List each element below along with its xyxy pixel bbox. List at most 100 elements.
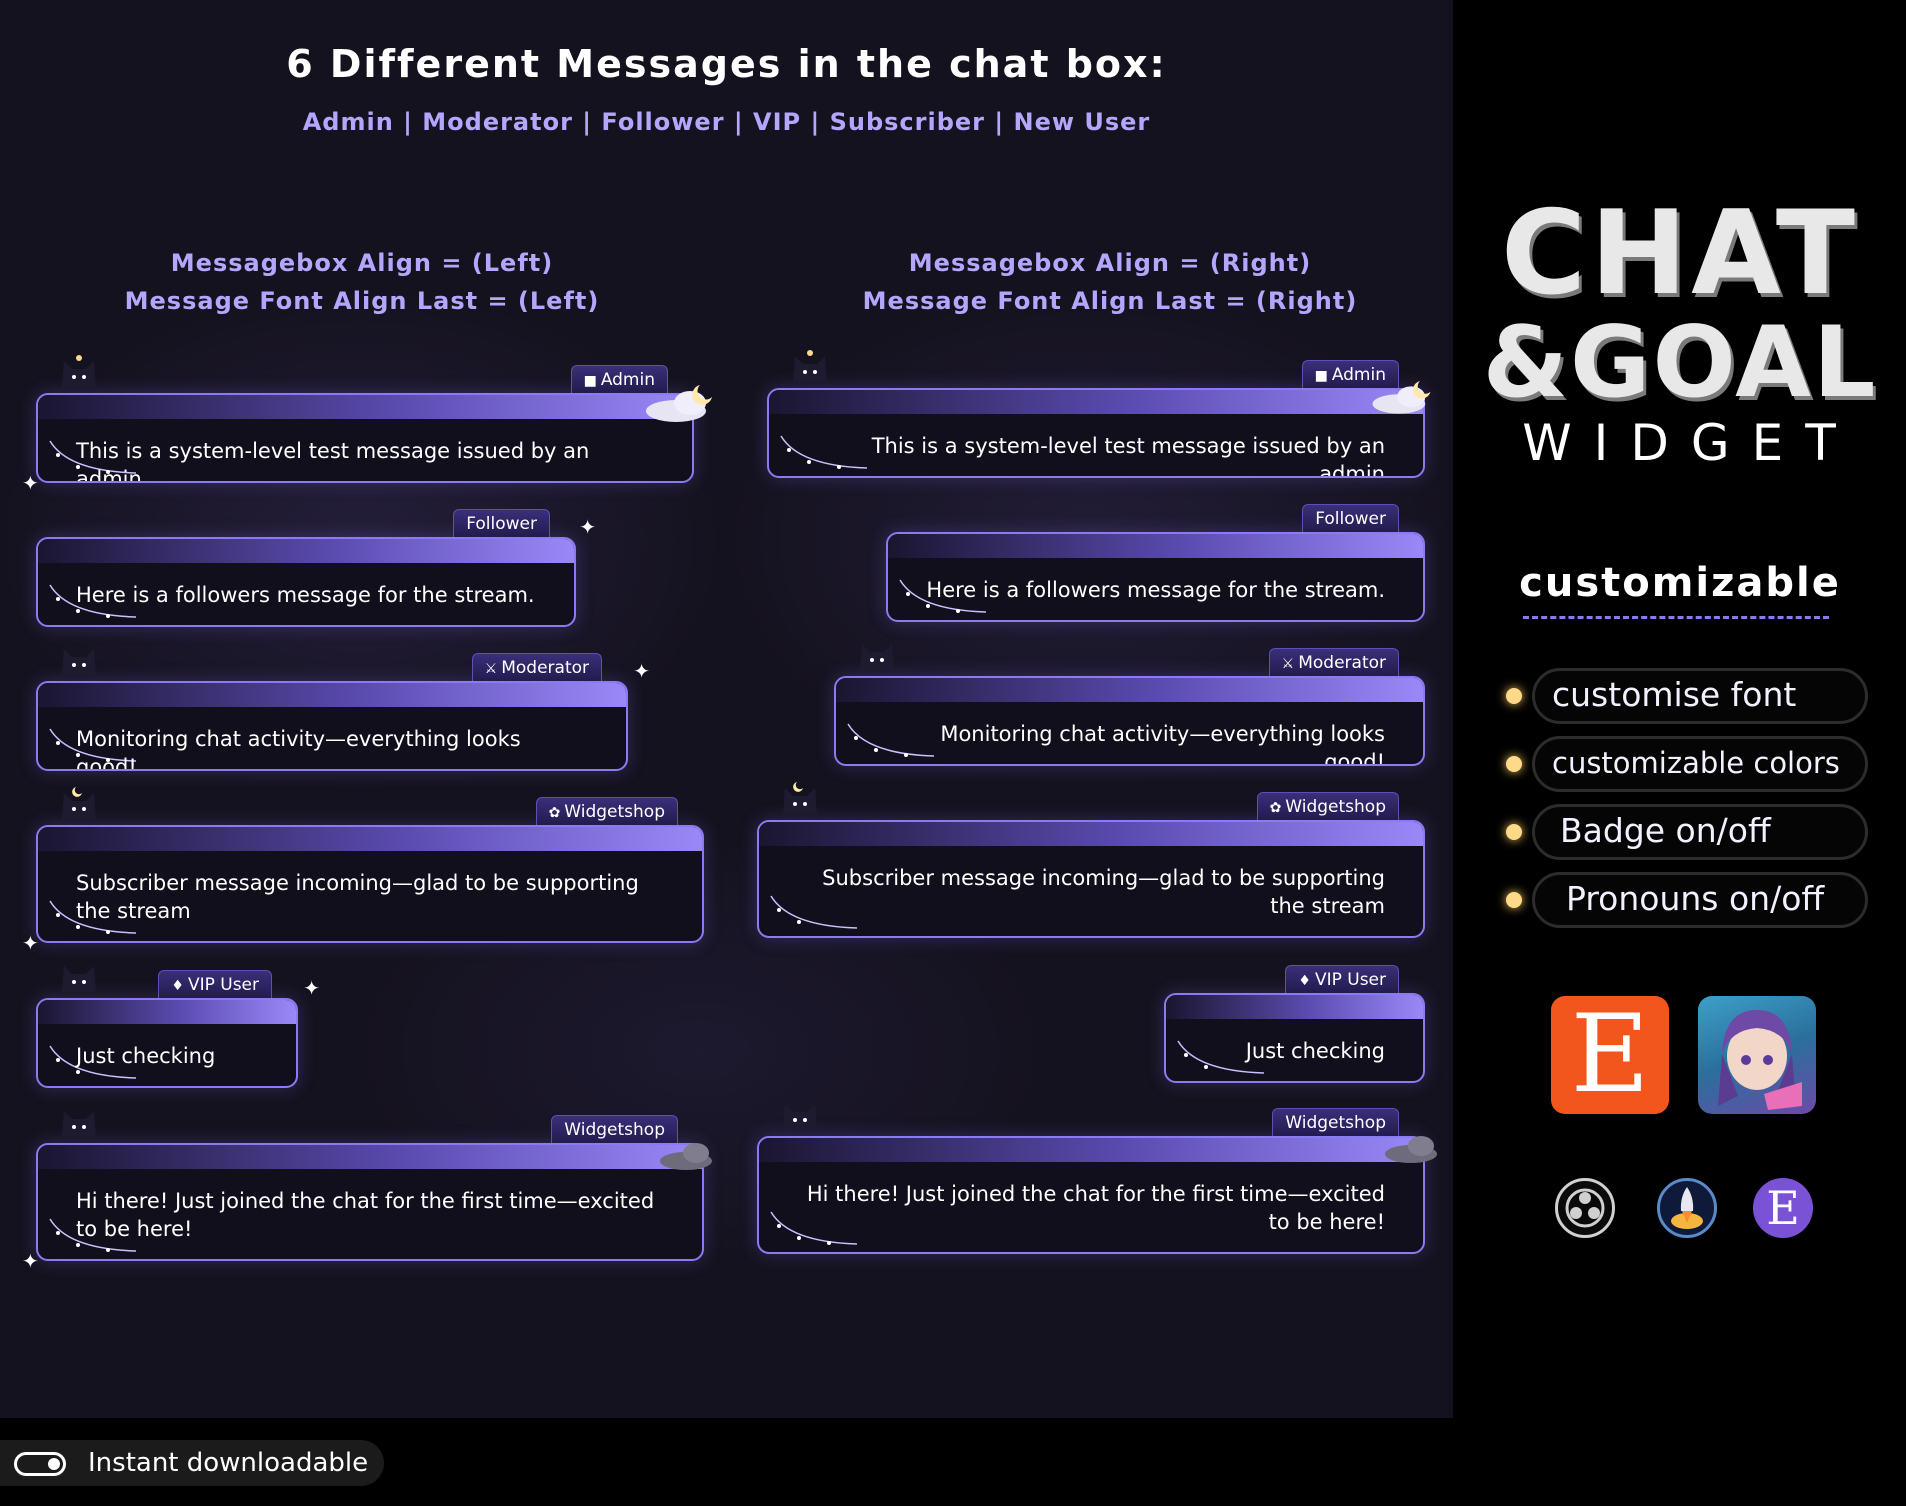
toggle-knob: [48, 1458, 60, 1470]
badge-label: Moderator: [501, 658, 589, 678]
right-align-label: Messagebox Align = (Right): [908, 249, 1312, 277]
message-text: Here is a followers message for the stre…: [926, 578, 1385, 602]
role-badge-subscriber: ✿Widgetshop: [535, 797, 678, 825]
badge-label: VIP User: [187, 975, 259, 995]
sparkle-icon: ✦: [633, 659, 650, 683]
chat-message-moderator-right: Monitoring chat activity—everything look…: [834, 644, 1425, 766]
moon-cloud-icon: [1372, 381, 1431, 414]
star-badge-icon: ✿: [1269, 800, 1282, 816]
chat-message-subscriber-left: Subscriber message incoming—glad to be s…: [22, 787, 704, 953]
message-text: Hi there! Just joined the chat for the f…: [806, 1182, 1385, 1234]
feature-item: Badge on/off: [1506, 804, 1868, 860]
feature-label: customise font: [1552, 675, 1797, 714]
dashed-divider: [1523, 616, 1829, 619]
chat-message-new-user-right: Hi there! Just joined the chat for the f…: [757, 1104, 1437, 1254]
shop-avatar-icon[interactable]: [1698, 996, 1816, 1114]
bullet-dot-icon: [1506, 756, 1522, 772]
cat-icon: [860, 644, 894, 670]
chat-message-moderator-left: Monitoring chat activity—everything look…: [36, 649, 650, 771]
cat-icon: [62, 787, 96, 819]
sword-icon: ⚔: [1281, 656, 1295, 672]
role-badge-new-user: Widgetshop: [551, 1115, 678, 1143]
role-badge-vip: ♦VIP User: [158, 970, 272, 998]
widget-preview: 6 Different Messages in the chat box: Ad…: [0, 0, 1453, 1418]
etsy-logo-icon[interactable]: E: [1551, 996, 1669, 1114]
feature-label: Badge on/off: [1560, 811, 1771, 850]
download-label: Instant downloadable: [88, 1448, 369, 1478]
cat-icon: [62, 649, 96, 675]
message-text: This is a system-level test message issu…: [76, 439, 590, 483]
message-text: Hi there! Just joined the chat for the f…: [76, 1189, 655, 1241]
badge-label: Admin: [1331, 365, 1386, 385]
role-badge-new-user: Widgetshop: [1272, 1108, 1399, 1136]
message-text: Subscriber message incoming—glad to be s…: [76, 871, 639, 923]
cat-icon: [793, 350, 827, 382]
camera-icon: ■: [583, 373, 597, 389]
instant-download-banner: Instant downloadable: [0, 1440, 384, 1486]
chat-message-follower-left: Here is a followers message for the stre…: [36, 509, 596, 627]
sword-icon: ⚔: [484, 661, 498, 677]
badge-label: Follower: [466, 514, 537, 534]
cat-icon: [783, 1104, 817, 1130]
role-badge-vip: ♦VIP User: [1285, 965, 1399, 993]
feature-label: customizable colors: [1552, 746, 1840, 780]
brand-widget-text: WIDGET: [1522, 414, 1858, 472]
chat-message-new-user-left: Hi there! Just joined the chat for the f…: [22, 1111, 712, 1271]
obs-logo-icon[interactable]: [1555, 1178, 1615, 1238]
chat-message-vip-left: Just checking ♦VIP User ✦: [36, 966, 320, 1088]
moon-cloud-icon: [646, 385, 712, 422]
bullet-dot-icon: [1506, 824, 1522, 840]
left-column-heading: Messagebox Align = (Left) Message Font A…: [52, 244, 672, 320]
feature-label: Pronouns on/off: [1566, 879, 1825, 918]
message-text: Monitoring chat activity—everything look…: [76, 727, 521, 771]
badge-label: Widgetshop: [564, 802, 665, 822]
bullet-dot-icon: [1506, 892, 1522, 908]
role-list: Admin | Moderator | Follower | VIP | Sub…: [302, 108, 1151, 136]
message-text: Here is a followers message for the stre…: [76, 583, 535, 607]
feature-item: customise font: [1506, 668, 1868, 724]
chat-message-admin-right: This is a system-level test message issu…: [767, 350, 1431, 478]
right-font-align-label: Message Font Align Last = (Right): [862, 287, 1358, 315]
cat-icon: [62, 966, 96, 992]
sparkle-icon: ✦: [22, 931, 39, 955]
brand-chat-text: CHAT: [1500, 186, 1860, 321]
left-align-label: Messagebox Align = (Left): [170, 249, 554, 277]
feature-item: Pronouns on/off: [1506, 872, 1868, 928]
etsy-round-logo-icon[interactable]: E: [1753, 1178, 1813, 1238]
feature-item: customizable colors: [1506, 736, 1868, 792]
message-text: Just checking: [1245, 1039, 1385, 1063]
role-badge-admin: ■Admin: [570, 365, 668, 393]
bullet-dot-icon: [1506, 688, 1522, 704]
feature-pill: [1532, 804, 1868, 860]
diamond-icon: ♦: [1298, 973, 1311, 989]
role-badge-moderator: ⚔Moderator: [1268, 648, 1399, 676]
message-text: This is a system-level test message issu…: [871, 434, 1385, 478]
badge-label: Widgetshop: [1285, 1113, 1386, 1133]
chat-message-admin-left: This is a system-level test message issu…: [22, 355, 712, 493]
feature-pill: [1532, 736, 1868, 792]
message-text: Subscriber message incoming—glad to be s…: [822, 866, 1385, 918]
role-badge-follower: Follower: [453, 509, 550, 537]
role-badge-admin: ■Admin: [1301, 360, 1399, 388]
badge-label: Widgetshop: [1285, 797, 1386, 817]
sparkle-icon: ✦: [22, 471, 39, 495]
chat-message-follower-right: Here is a followers message for the stre…: [886, 504, 1425, 622]
message-text: Just checking: [76, 1044, 216, 1068]
toggle-switch[interactable]: [14, 1452, 66, 1476]
page-title: 6 Different Messages in the chat box:: [286, 42, 1167, 86]
rocket-logo-icon[interactable]: [1657, 1178, 1717, 1238]
cloud-icon: [660, 1143, 712, 1170]
sparkle-icon: ✦: [22, 1249, 39, 1273]
badge-label: Admin: [600, 370, 655, 390]
chat-message-subscriber-right: Subscriber message incoming—glad to be s…: [757, 782, 1425, 938]
cloud-icon: [1385, 1136, 1437, 1163]
sparkle-icon: ✦: [579, 515, 596, 539]
badge-label: Moderator: [1298, 653, 1386, 673]
role-badge-follower: Follower: [1302, 504, 1399, 532]
sparkle-icon: ✦: [303, 976, 320, 1000]
message-text: Monitoring chat activity—everything look…: [940, 722, 1385, 766]
star-badge-icon: ✿: [548, 805, 561, 821]
feature-pill: [1532, 668, 1868, 724]
customizable-heading: customizable: [1519, 560, 1841, 606]
cat-icon: [62, 1111, 96, 1137]
